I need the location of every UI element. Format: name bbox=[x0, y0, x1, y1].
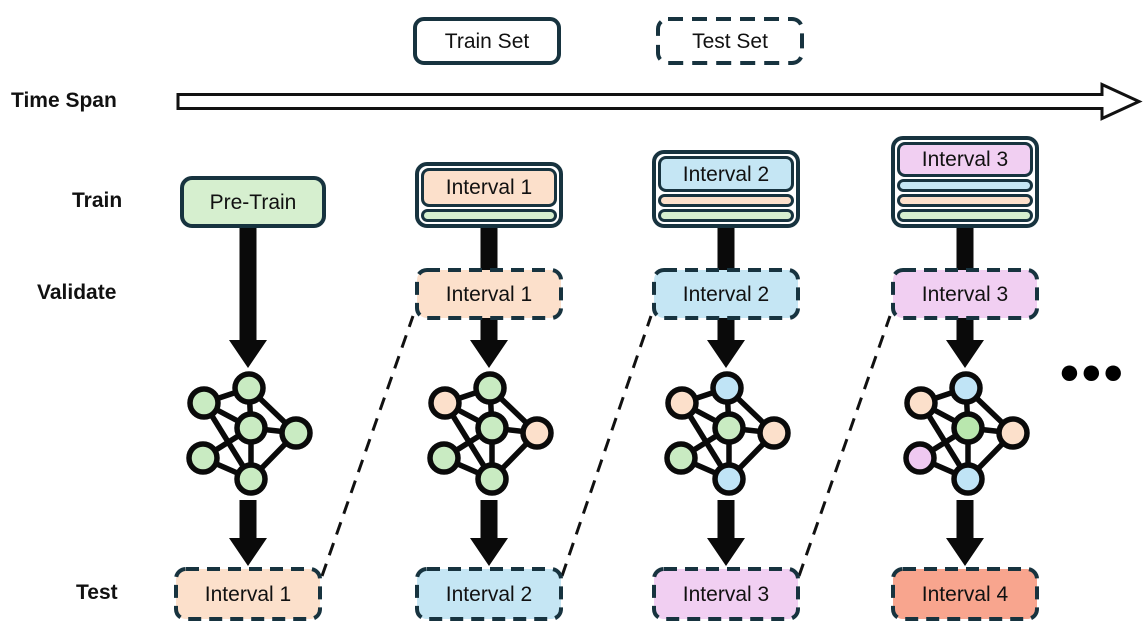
train-card-label: Interval 2 bbox=[682, 162, 770, 186]
train-card-interval-2: Interval 2 bbox=[658, 156, 794, 192]
test-box-interval-1: Interval 1 bbox=[174, 567, 322, 621]
nn-node bbox=[427, 441, 461, 475]
nn-node bbox=[710, 371, 744, 405]
nn-node bbox=[234, 462, 268, 496]
dashed-border-icon bbox=[174, 567, 322, 621]
nn-node bbox=[996, 416, 1030, 450]
train-card-interval-3: Interval 3 bbox=[897, 142, 1033, 177]
down-arrow-nn-to-test-3 bbox=[707, 500, 745, 566]
stack-strip-blue bbox=[897, 179, 1033, 192]
dashed-border-icon bbox=[415, 567, 563, 621]
train-box-pretrain: Pre-Train bbox=[180, 176, 326, 228]
nn-node bbox=[428, 386, 462, 420]
nn-node bbox=[186, 441, 220, 475]
stack-strip-peach bbox=[658, 194, 794, 207]
down-arrow-nn-to-test-2 bbox=[470, 500, 508, 566]
test-box-label: Interval 4 bbox=[921, 582, 1009, 606]
nn-node bbox=[904, 386, 938, 420]
neural-network-icon-3 bbox=[664, 371, 791, 496]
neural-network-icon-4 bbox=[903, 371, 1030, 496]
validate-box-interval-3: Interval 3 bbox=[891, 268, 1039, 320]
test-box-label: Interval 1 bbox=[204, 582, 292, 606]
stack-strip-green bbox=[421, 209, 557, 222]
train-card-label: Interval 1 bbox=[445, 176, 533, 199]
nn-node bbox=[520, 416, 554, 450]
test-box-interval-3: Interval 3 bbox=[652, 567, 800, 621]
legend-train-set-label: Train Set bbox=[444, 29, 530, 53]
nn-node bbox=[712, 462, 746, 496]
row-label-test: Test bbox=[76, 581, 118, 604]
validate-box-interval-1: Interval 1 bbox=[415, 268, 563, 320]
row-label-validate: Validate bbox=[37, 281, 117, 304]
timeline-label: Time Span bbox=[11, 89, 117, 112]
nn-node bbox=[475, 462, 509, 496]
validate-box-interval-2: Interval 2 bbox=[652, 268, 800, 320]
validate-box-label: Interval 1 bbox=[445, 282, 533, 306]
nn-node bbox=[279, 416, 313, 450]
nn-node bbox=[949, 371, 983, 405]
nn-node bbox=[234, 411, 268, 445]
stack-strip-green bbox=[658, 209, 794, 222]
nn-node bbox=[187, 386, 221, 420]
dashed-connector-test2-validate2 bbox=[560, 315, 653, 577]
stack-strip-green bbox=[897, 209, 1033, 222]
train-card-interval-1: Interval 1 bbox=[421, 168, 557, 207]
test-box-label: Interval 3 bbox=[682, 582, 770, 606]
nn-node bbox=[664, 441, 698, 475]
dashed-connector-test3-validate3 bbox=[797, 315, 892, 577]
test-box-interval-2: Interval 2 bbox=[415, 567, 563, 621]
train-stack-interval-1: Interval 1 bbox=[415, 162, 563, 228]
train-stack-interval-2: Interval 2 bbox=[652, 150, 800, 228]
dashed-border-icon bbox=[415, 268, 563, 320]
nn-node bbox=[712, 411, 746, 445]
dashed-border-icon bbox=[652, 268, 800, 320]
validate-box-label: Interval 2 bbox=[682, 282, 770, 306]
nn-node bbox=[475, 411, 509, 445]
train-stack-interval-3: Interval 3 bbox=[891, 136, 1039, 228]
legend-test-set-box: Test Set bbox=[656, 17, 804, 65]
nn-node bbox=[951, 411, 985, 445]
test-box-label: Interval 2 bbox=[445, 582, 533, 606]
legend-test-set-label: Test Set bbox=[692, 29, 768, 53]
neural-network-icon-1 bbox=[186, 371, 313, 496]
neural-network-icon-2 bbox=[427, 371, 554, 496]
train-card-label: Interval 3 bbox=[921, 148, 1009, 171]
validate-box-label: Interval 3 bbox=[921, 282, 1009, 306]
down-arrow-nn-to-test-1 bbox=[229, 500, 267, 566]
dashed-border-icon bbox=[652, 567, 800, 621]
nn-node bbox=[903, 441, 937, 475]
stack-strip-peach bbox=[897, 194, 1033, 207]
dashed-border-icon bbox=[656, 17, 804, 65]
row-label-train: Train bbox=[72, 189, 123, 212]
down-arrow-nn-to-test-4 bbox=[946, 500, 984, 566]
test-box-interval-4: Interval 4 bbox=[891, 567, 1039, 621]
nn-node bbox=[951, 462, 985, 496]
legend-train-set-box: Train Set bbox=[413, 17, 561, 65]
timeline-arrow bbox=[176, 82, 1143, 121]
ellipsis-icon: ••• bbox=[1060, 343, 1126, 403]
nn-node bbox=[757, 416, 791, 450]
down-arrow-train-to-nn-1 bbox=[229, 226, 267, 368]
dashed-border-icon bbox=[891, 567, 1039, 621]
nn-node bbox=[665, 386, 699, 420]
dashed-border-icon bbox=[891, 268, 1039, 320]
dashed-connector-test1-validate1 bbox=[320, 315, 415, 577]
nn-node bbox=[232, 371, 266, 405]
train-box-pretrain-label: Pre-Train bbox=[209, 190, 297, 214]
nn-node bbox=[473, 371, 507, 405]
